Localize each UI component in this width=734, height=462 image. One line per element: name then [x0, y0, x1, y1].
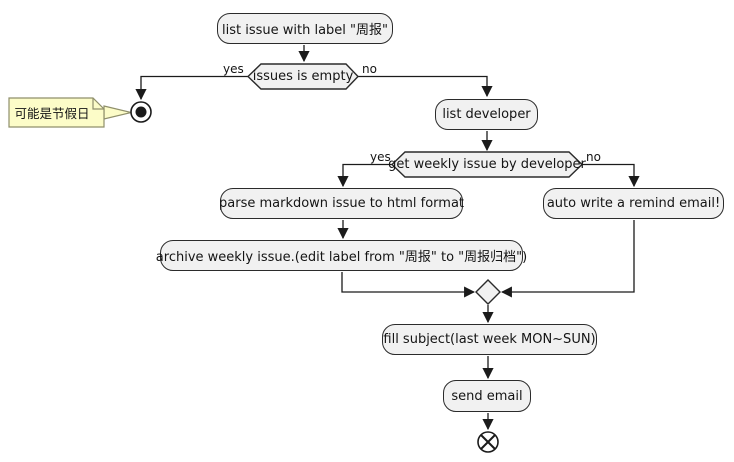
node-send-email: send email [443, 380, 531, 412]
note-body [8, 97, 105, 128]
decision-weekly-issue-label: get weekly issue by developer [388, 157, 586, 172]
node-list-issue: list issue with label "周报" [217, 13, 393, 44]
decision-issues-empty-shape [246, 63, 359, 90]
edge-archive-to-merge [341, 272, 476, 298]
edge-remind-to-merge [500, 220, 635, 298]
decision-issues-empty-label: issues is empty [252, 69, 354, 84]
branch-label-no-2: no [586, 150, 601, 164]
node-parse-markdown-label: parse markdown issue to html format [219, 196, 465, 211]
branch-label-no-1: no [362, 62, 377, 76]
edge-decision1-yes-to-stop [135, 75, 248, 101]
node-list-issue-label: list issue with label "周报" [222, 23, 388, 38]
node-fill-subject: fill subject(last week MON~SUN) [382, 324, 597, 355]
end-node-cross-icon [480, 434, 496, 450]
edge-decision2-no-to-remind [582, 163, 640, 188]
stop-node-dot [135, 106, 147, 118]
edge-decision2-yes-to-parse [337, 163, 392, 188]
branch-label-yes-2: yes [370, 150, 391, 164]
note-pointer [103, 105, 132, 120]
node-remind-email: auto write a remind email! [543, 188, 724, 219]
node-send-email-label: send email [451, 388, 523, 404]
node-archive-issue-label: archive weekly issue.(edit label from "周… [155, 250, 528, 265]
node-archive-issue: archive weekly issue.(edit label from "周… [156, 240, 527, 271]
decision-weekly-issue-shape [390, 151, 584, 178]
node-remind-email-label: auto write a remind email! [546, 196, 721, 211]
node-list-developer-label: list developer [442, 107, 531, 122]
node-fill-subject-label: fill subject(last week MON~SUN) [383, 332, 596, 347]
note-fold-icon [92, 98, 104, 110]
merge-diamond [475, 279, 501, 305]
node-parse-markdown: parse markdown issue to html format [219, 188, 465, 219]
branch-label-yes-1: yes [223, 62, 244, 76]
note-holiday-text: 可能是节假日 [14, 105, 90, 121]
edge-decision1-no-to-listdeveloper [358, 75, 493, 98]
node-list-developer: list developer [435, 99, 538, 130]
